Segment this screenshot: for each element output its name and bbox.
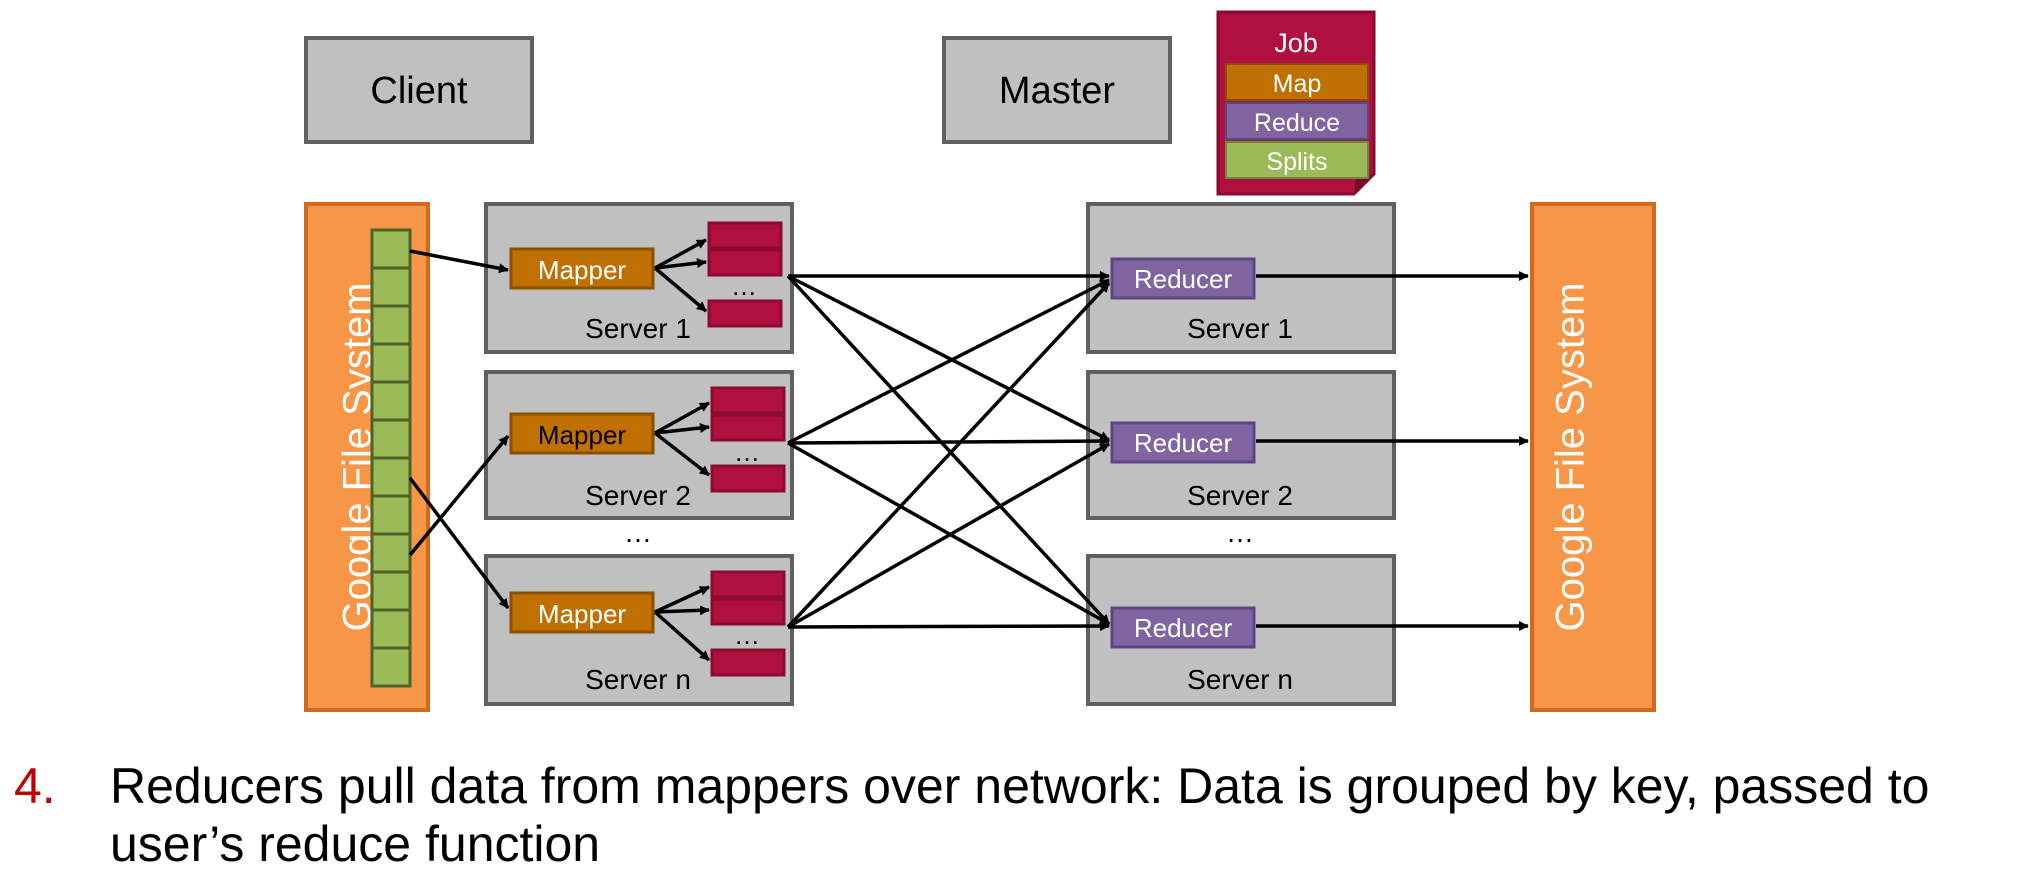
split-block [370,456,412,498]
job-splits-block [1225,141,1369,179]
mapper-to-partition-arrow [654,423,710,435]
reducer-server-2-label: Server 2 [1187,480,1293,511]
mapper-to-partition-arrow [653,266,708,313]
job-title: Job [1274,28,1318,58]
reducer-n-label: Reducer [1134,613,1233,643]
reducer-1-label: Reducer [1134,264,1233,294]
gfs-output: Google File System [1530,202,1656,712]
partition-block [710,648,786,677]
reducer-server-n-label: Server n [1187,664,1293,695]
split-to-mapper-arrow [409,249,509,274]
reducer-server-1-label: Server 1 [1187,313,1293,344]
partition-block [710,570,786,599]
partition-ellipsis: … [731,271,757,301]
client-label: Client [370,70,468,112]
job-map-block [1225,63,1369,101]
caption-number: 4. [14,758,56,814]
job-card: Job Map Reduce Splits [1216,10,1376,196]
shuffle-arrow [786,274,1111,626]
shuffle-arrow [786,281,1111,629]
partition-ellipsis: … [734,437,760,467]
reducer-2 [1110,421,1256,464]
caption-text: Reducers pull data from mappers over net… [110,758,1930,872]
reducer-n [1110,606,1256,649]
shuffle-arrow [787,278,1110,445]
master-box: Master [942,36,1172,144]
mapper-server-n-label: Server n [585,664,691,695]
partition-ellipsis: … [734,620,760,650]
reducer-2-label: Reducer [1134,428,1233,458]
mapper-1 [509,247,655,290]
split-block [370,304,412,346]
partition-block [707,248,783,277]
gfs-input: Google File System [304,202,430,712]
split-block [370,266,412,308]
job-reduce-label: Reduce [1254,109,1340,137]
mapper-2-label: Mapper [538,420,626,450]
mapper-to-partition-arrow [654,401,710,435]
mapper-to-partition-arrow [654,238,707,270]
partition-block [710,413,786,442]
split-to-mapper-arrow [408,476,510,610]
reducer-server-2: Reducer Server 2 [1086,370,1396,520]
job-reduce-block [1225,102,1369,140]
split-block [370,342,412,384]
mapper-server-1-label: Server 1 [585,313,691,344]
job-map-label: Map [1273,70,1322,98]
split-block [370,228,412,270]
client-box: Client [304,36,534,144]
shuffle-arrow [787,621,1110,632]
split-block [370,608,412,650]
gfs-output-label: Google File System [1549,282,1593,631]
mapper-to-partition-arrow [654,585,710,614]
mapper-server-2-label: Server 2 [585,480,691,511]
reducer-servers-ellipsis: … [1226,517,1254,548]
partition-block [710,386,786,415]
mapper-n-label: Mapper [538,599,626,629]
mapper-to-partition-arrow [653,610,711,662]
reducer-server-1: Reducer Server 1 [1086,202,1396,354]
split-block [370,532,412,574]
reducer-server-n: Reducer Server n [1086,554,1396,706]
shuffle-arrow [787,442,1110,629]
split-block [370,418,412,460]
data-flow-arrows [408,238,1529,662]
master-label: Master [999,70,1115,112]
reducer-1 [1110,257,1256,300]
split-block [370,380,412,422]
split-to-mapper-arrow [408,434,510,557]
mapper-2 [509,412,655,455]
shuffle-arrow [787,274,1110,442]
shuffle-arrow [787,436,1110,447]
mapper-server-1: Mapper Server 1 … [484,202,794,354]
partition-block [707,299,783,328]
split-stack [370,228,412,688]
mapper-server-2: Mapper Server 2 … [484,370,794,520]
partition-block [710,464,786,493]
mapper-to-partition-arrow [654,258,707,270]
partition-block [710,597,786,626]
mapper-n [509,591,655,634]
split-block [370,570,412,612]
mapper-1-label: Mapper [538,255,626,285]
job-splits-label: Splits [1266,148,1327,176]
split-block [370,646,412,688]
mapper-to-partition-arrow [653,431,711,477]
split-block [370,494,412,536]
mapper-to-partition-arrow [654,605,710,616]
mapper-server-n: Mapper Server n … [484,554,794,706]
partition-block [707,221,783,250]
mapper-servers-ellipsis: … [624,517,652,548]
